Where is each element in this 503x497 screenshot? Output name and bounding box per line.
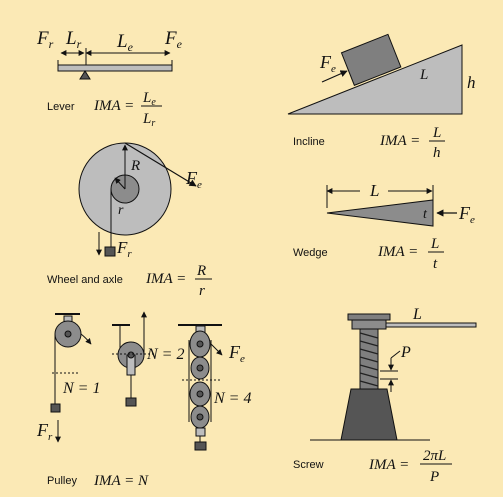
lever-ima-numerator: Le <box>142 90 156 108</box>
wedge-l-label: L <box>369 181 379 200</box>
screw-l-label: L <box>412 306 422 323</box>
pulley-ima-label: IMA = N <box>93 473 149 489</box>
wedge-ima-denominator: t <box>433 256 438 272</box>
lever-beam <box>57 64 173 72</box>
wheel-fr-label: Fr <box>116 238 132 260</box>
incline-l-label: L <box>419 67 428 83</box>
lever-panel: Fr Lr Le Fe Lever IMA = Le Lr <box>36 28 183 129</box>
pulley-n1-label: N = 1 <box>62 380 100 397</box>
wheel-r-label: r <box>118 203 124 218</box>
pulley-n2-label: N = 2 <box>146 346 184 363</box>
incline-ima-label: IMA = <box>379 133 420 149</box>
wedge-ima-label: IMA = <box>377 244 418 260</box>
pulley-fe-label: Fe <box>228 342 245 365</box>
screw-title: Screw <box>293 459 324 471</box>
lever-ima-denominator: Lr <box>142 111 155 129</box>
wedge-shape <box>326 199 434 227</box>
incline-ima-denominator: h <box>433 145 441 161</box>
wheel-R-label: R <box>130 158 140 174</box>
incline-ramp <box>287 44 463 115</box>
wedge-t-label: t <box>423 207 428 222</box>
incline-panel: Fe L h Incline IMA = L h <box>287 33 476 161</box>
wedge-ima-numerator: L <box>430 236 439 252</box>
screw-lever-handle <box>385 322 477 328</box>
pulley-panel: N = 1 Fr N = 2 <box>36 311 251 489</box>
incline-fe-label: Fe <box>319 52 336 75</box>
incline-force-arrow <box>321 70 348 83</box>
screw-base <box>340 388 398 441</box>
wheel-load-weight <box>104 246 116 257</box>
incline-ima-numerator: L <box>432 125 441 141</box>
wheel-panel: R r Fe Fr Wheel and axle IMA = R r <box>47 142 212 299</box>
wheel-ima-denominator: r <box>199 283 205 299</box>
incline-block <box>340 33 402 86</box>
screw-p-label: P <box>400 344 411 361</box>
lever-lr-label: Lr <box>65 28 82 51</box>
incline-h-label: h <box>467 73 476 92</box>
lever-le-label: Le <box>116 31 134 54</box>
screw-ima-numerator: 2πL <box>423 448 446 464</box>
pulley-block-tackle <box>178 324 223 451</box>
incline-title: Incline <box>293 136 325 148</box>
screw-threads <box>359 332 379 387</box>
lever-fe-label: Fe <box>164 28 183 51</box>
lever-title: Lever <box>47 101 75 113</box>
pulley-single <box>50 313 92 443</box>
lever-ima-label: IMA = <box>93 98 134 114</box>
wheel-ima-label: IMA = <box>145 271 186 287</box>
wheel-fe-label: Fe <box>185 168 202 191</box>
screw-ima-denominator: P <box>429 469 439 485</box>
wedge-title: Wedge <box>293 247 328 259</box>
lever-fulcrum <box>79 70 91 80</box>
pulley-fr-label: Fr <box>36 420 53 443</box>
lever-fr-label: Fr <box>36 28 54 51</box>
wheel-ima-numerator: R <box>196 263 206 279</box>
screw-panel: L P Screw IMA = 2πL P <box>293 306 477 485</box>
pulley-n4-label: N = 4 <box>213 390 251 407</box>
wedge-panel: L t Fe Wedge IMA = L t <box>293 181 475 272</box>
screw-top-plate <box>347 313 391 321</box>
wheel-radius-r <box>114 177 126 190</box>
wedge-label-gap <box>360 182 388 198</box>
screw-ima-label: IMA = <box>368 457 409 473</box>
wheel-effort-rope <box>124 142 197 187</box>
pulley-title: Pulley <box>47 475 77 487</box>
pulley-double <box>112 311 155 407</box>
screw-pitch-leader <box>390 350 401 359</box>
wedge-fe-label: Fe <box>458 203 475 226</box>
wheel-title: Wheel and axle <box>47 274 123 286</box>
